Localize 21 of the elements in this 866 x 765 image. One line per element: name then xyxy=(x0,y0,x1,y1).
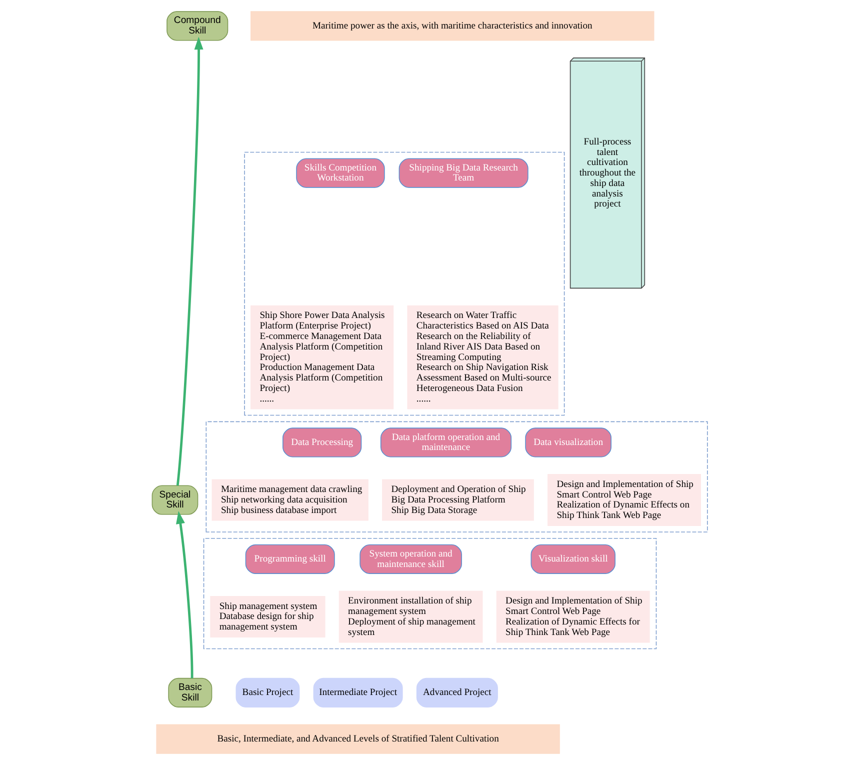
node-box: Advanced Project xyxy=(416,678,498,708)
node-box: Basic Skill xyxy=(168,678,212,708)
arrow xyxy=(176,36,204,486)
node-box: Special Skill xyxy=(152,485,198,515)
node-box: Intermediate Project xyxy=(313,678,403,708)
node-box: Programming skill xyxy=(245,544,335,574)
node-box: Visualization skill xyxy=(530,544,616,574)
node-box: Compound Skill xyxy=(166,11,228,41)
node-box: Basic, Intermediate, and Advanced Levels of Stratified Talent Cultivation xyxy=(156,724,560,754)
cluster xyxy=(206,421,708,532)
node-box: Maritime power as the axis, with maritime characteristics and innovation xyxy=(250,11,654,41)
node-box: Data visualization xyxy=(525,428,612,458)
arrow xyxy=(176,510,194,678)
node-box: Basic Project xyxy=(236,678,300,708)
cluster xyxy=(203,538,657,650)
node-box: Data platform operation and maintenance xyxy=(380,428,512,458)
node-box: Shipping Big Data Research Team xyxy=(398,158,528,188)
node-box: System operation and maintenance skill xyxy=(360,544,462,574)
node-box: Data Processing xyxy=(282,428,362,458)
node-box: Skills Competition Workstation xyxy=(296,158,385,188)
cluster xyxy=(244,152,565,416)
